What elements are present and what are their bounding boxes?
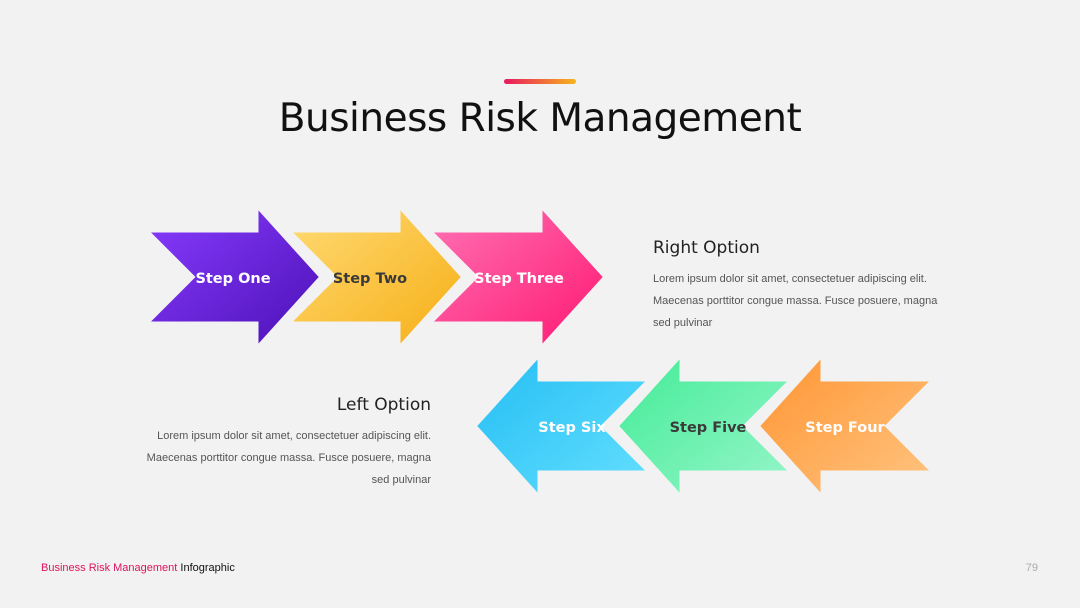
right-option-title: Right Option [653,238,760,258]
footer-caption: Business Risk Management Infographic [41,562,235,574]
left-option-title: Left Option [336,395,431,415]
step-two-label: Step Two [333,271,407,287]
title-accent-bar [504,79,576,84]
step-two-arrow: Step Two [280,197,468,357]
step-four-arrow: Step Four [753,346,942,506]
step-six-label: Step Six [538,420,606,436]
right-option-body: Lorem ipsum dolor sit amet, consectetuer… [653,273,938,329]
footer-suffix: Infographic [177,562,235,574]
left-option-body: Lorem ipsum dolor sit amet, consectetuer… [146,430,431,486]
step-one-arrow: Step One [138,197,326,357]
page-number: 79 [1025,562,1038,574]
step-six-arrow: Step Six [470,346,658,506]
page-title: Business Risk Management [278,96,802,141]
step-one-label: Step One [195,271,270,287]
step-five-arrow: Step Five [612,346,800,506]
step-three-label: Step Three [474,271,564,287]
step-five-label: Step Five [670,420,747,436]
step-four-label: Step Four [805,420,885,436]
footer-brand: Business Risk Management [41,562,178,574]
